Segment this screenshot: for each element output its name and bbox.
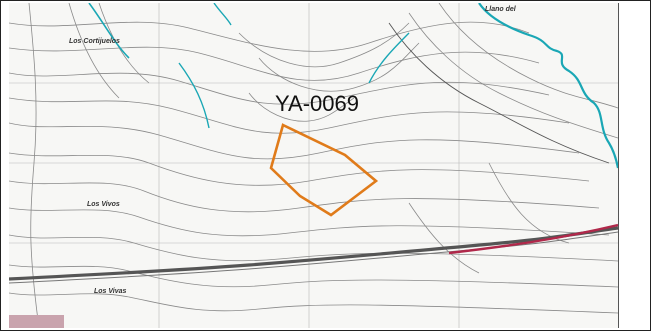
- river-line: [478, 3, 618, 169]
- stream-line-west: [88, 3, 130, 59]
- railway-line: [448, 223, 618, 255]
- site-label: YA-0069: [275, 91, 359, 116]
- place-los-vivos: Los Vivos: [87, 201, 120, 208]
- urban-area: [9, 315, 64, 328]
- topographic-map[interactable]: Los Cortijuelos Los Vivos Los Vivas Llan…: [9, 3, 618, 328]
- place-los-vivos-south: Los Vivas: [94, 288, 127, 295]
- stream-line-north: [213, 3, 232, 26]
- contour-lines: [9, 3, 618, 328]
- place-los-cortijuelos: Los Cortijuelos: [69, 38, 120, 45]
- site-outline-ya-0069[interactable]: [269, 123, 379, 217]
- panel-divider: [618, 3, 619, 328]
- place-llano: Llano del: [485, 6, 517, 13]
- main-road: [9, 226, 618, 281]
- stream-line-northeast: [368, 32, 410, 84]
- stream-line-northwest: [178, 62, 210, 129]
- main-road-edge: [9, 231, 618, 284]
- map-canvas: Los Cortijuelos Los Vivos Los Vivas Llan…: [9, 3, 618, 328]
- map-grid: [9, 3, 618, 328]
